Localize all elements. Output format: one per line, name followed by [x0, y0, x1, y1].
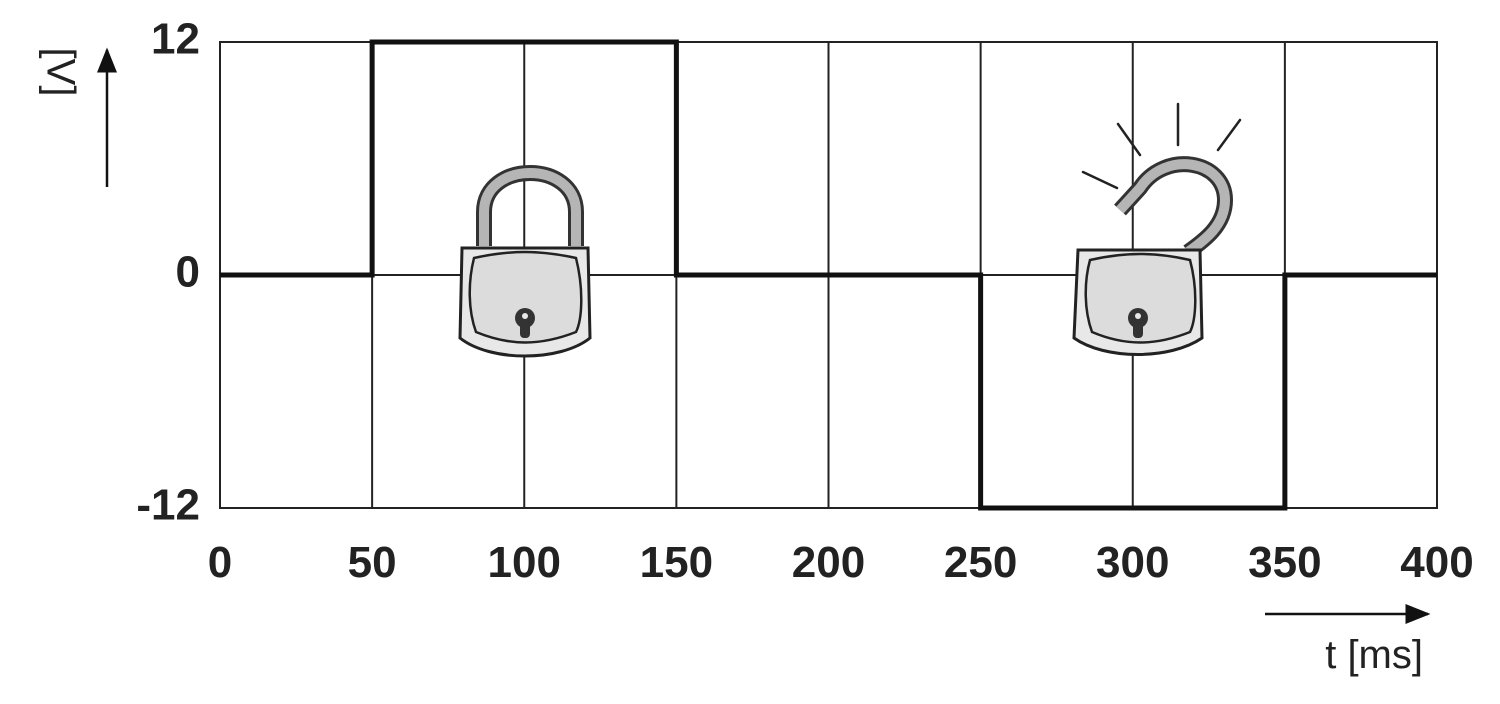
x-tick-label: 400: [1400, 538, 1473, 587]
locked-padlock-icon: [458, 165, 592, 358]
signal-series: [219, 39, 1438, 511]
x-tick-label: 150: [640, 538, 713, 587]
x-tick-label: 0: [208, 538, 232, 587]
x-tick-label: 300: [1096, 538, 1169, 587]
y-tick-label: 0: [176, 248, 200, 297]
y-tick-label: -12: [136, 481, 200, 530]
x-tick-label: 350: [1248, 538, 1321, 587]
axes: [V] t [ms]: [38, 47, 1431, 677]
annotation-icons: [458, 102, 1242, 358]
unlock-sparkle-lines: [1081, 102, 1242, 190]
voltage-signal-line: [220, 39, 1437, 511]
x-tick-label: 250: [944, 538, 1017, 587]
y-tick-label: 12: [151, 15, 200, 64]
unlocked-padlock-icon: [1072, 102, 1242, 356]
y-axis-label: [V]: [38, 48, 82, 97]
x-tick-label: 50: [348, 538, 397, 587]
x-tick-label: 100: [488, 538, 561, 587]
x-tick-label: 200: [792, 538, 865, 587]
x-axis-label: t [ms]: [1325, 633, 1423, 677]
